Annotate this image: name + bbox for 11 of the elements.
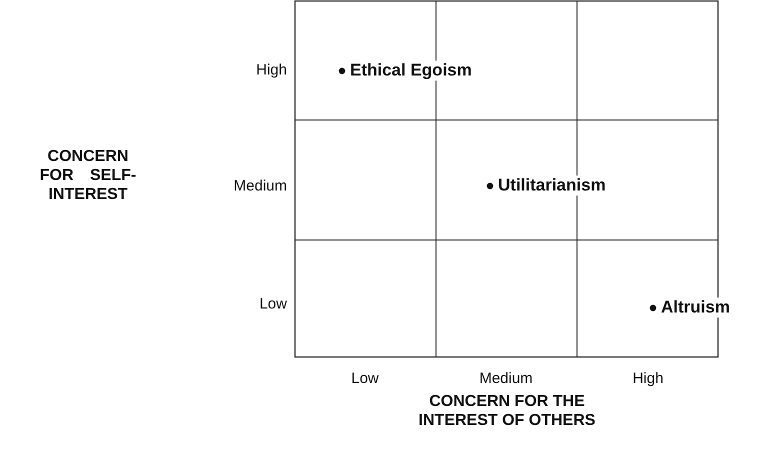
point-label: Utilitarianism bbox=[496, 176, 608, 196]
x-axis-title: CONCERN FOR THE INTEREST OF OTHERS bbox=[418, 393, 596, 431]
point-label: Altruism bbox=[659, 298, 732, 318]
y-axis-title: CONCERN FOR SELF-INTEREST bbox=[38, 148, 138, 205]
point-label: Ethical Egoism bbox=[348, 60, 474, 81]
x-axis-tick-label: High bbox=[632, 370, 664, 387]
y-axis-tick-label: Medium bbox=[234, 178, 287, 194]
x-axis-tick-label: Low bbox=[351, 370, 379, 387]
x-axis-tick-label: Medium bbox=[479, 370, 533, 387]
y-axis-tick-label: High bbox=[256, 62, 287, 78]
y-axis-tick-label: Low bbox=[259, 296, 287, 312]
